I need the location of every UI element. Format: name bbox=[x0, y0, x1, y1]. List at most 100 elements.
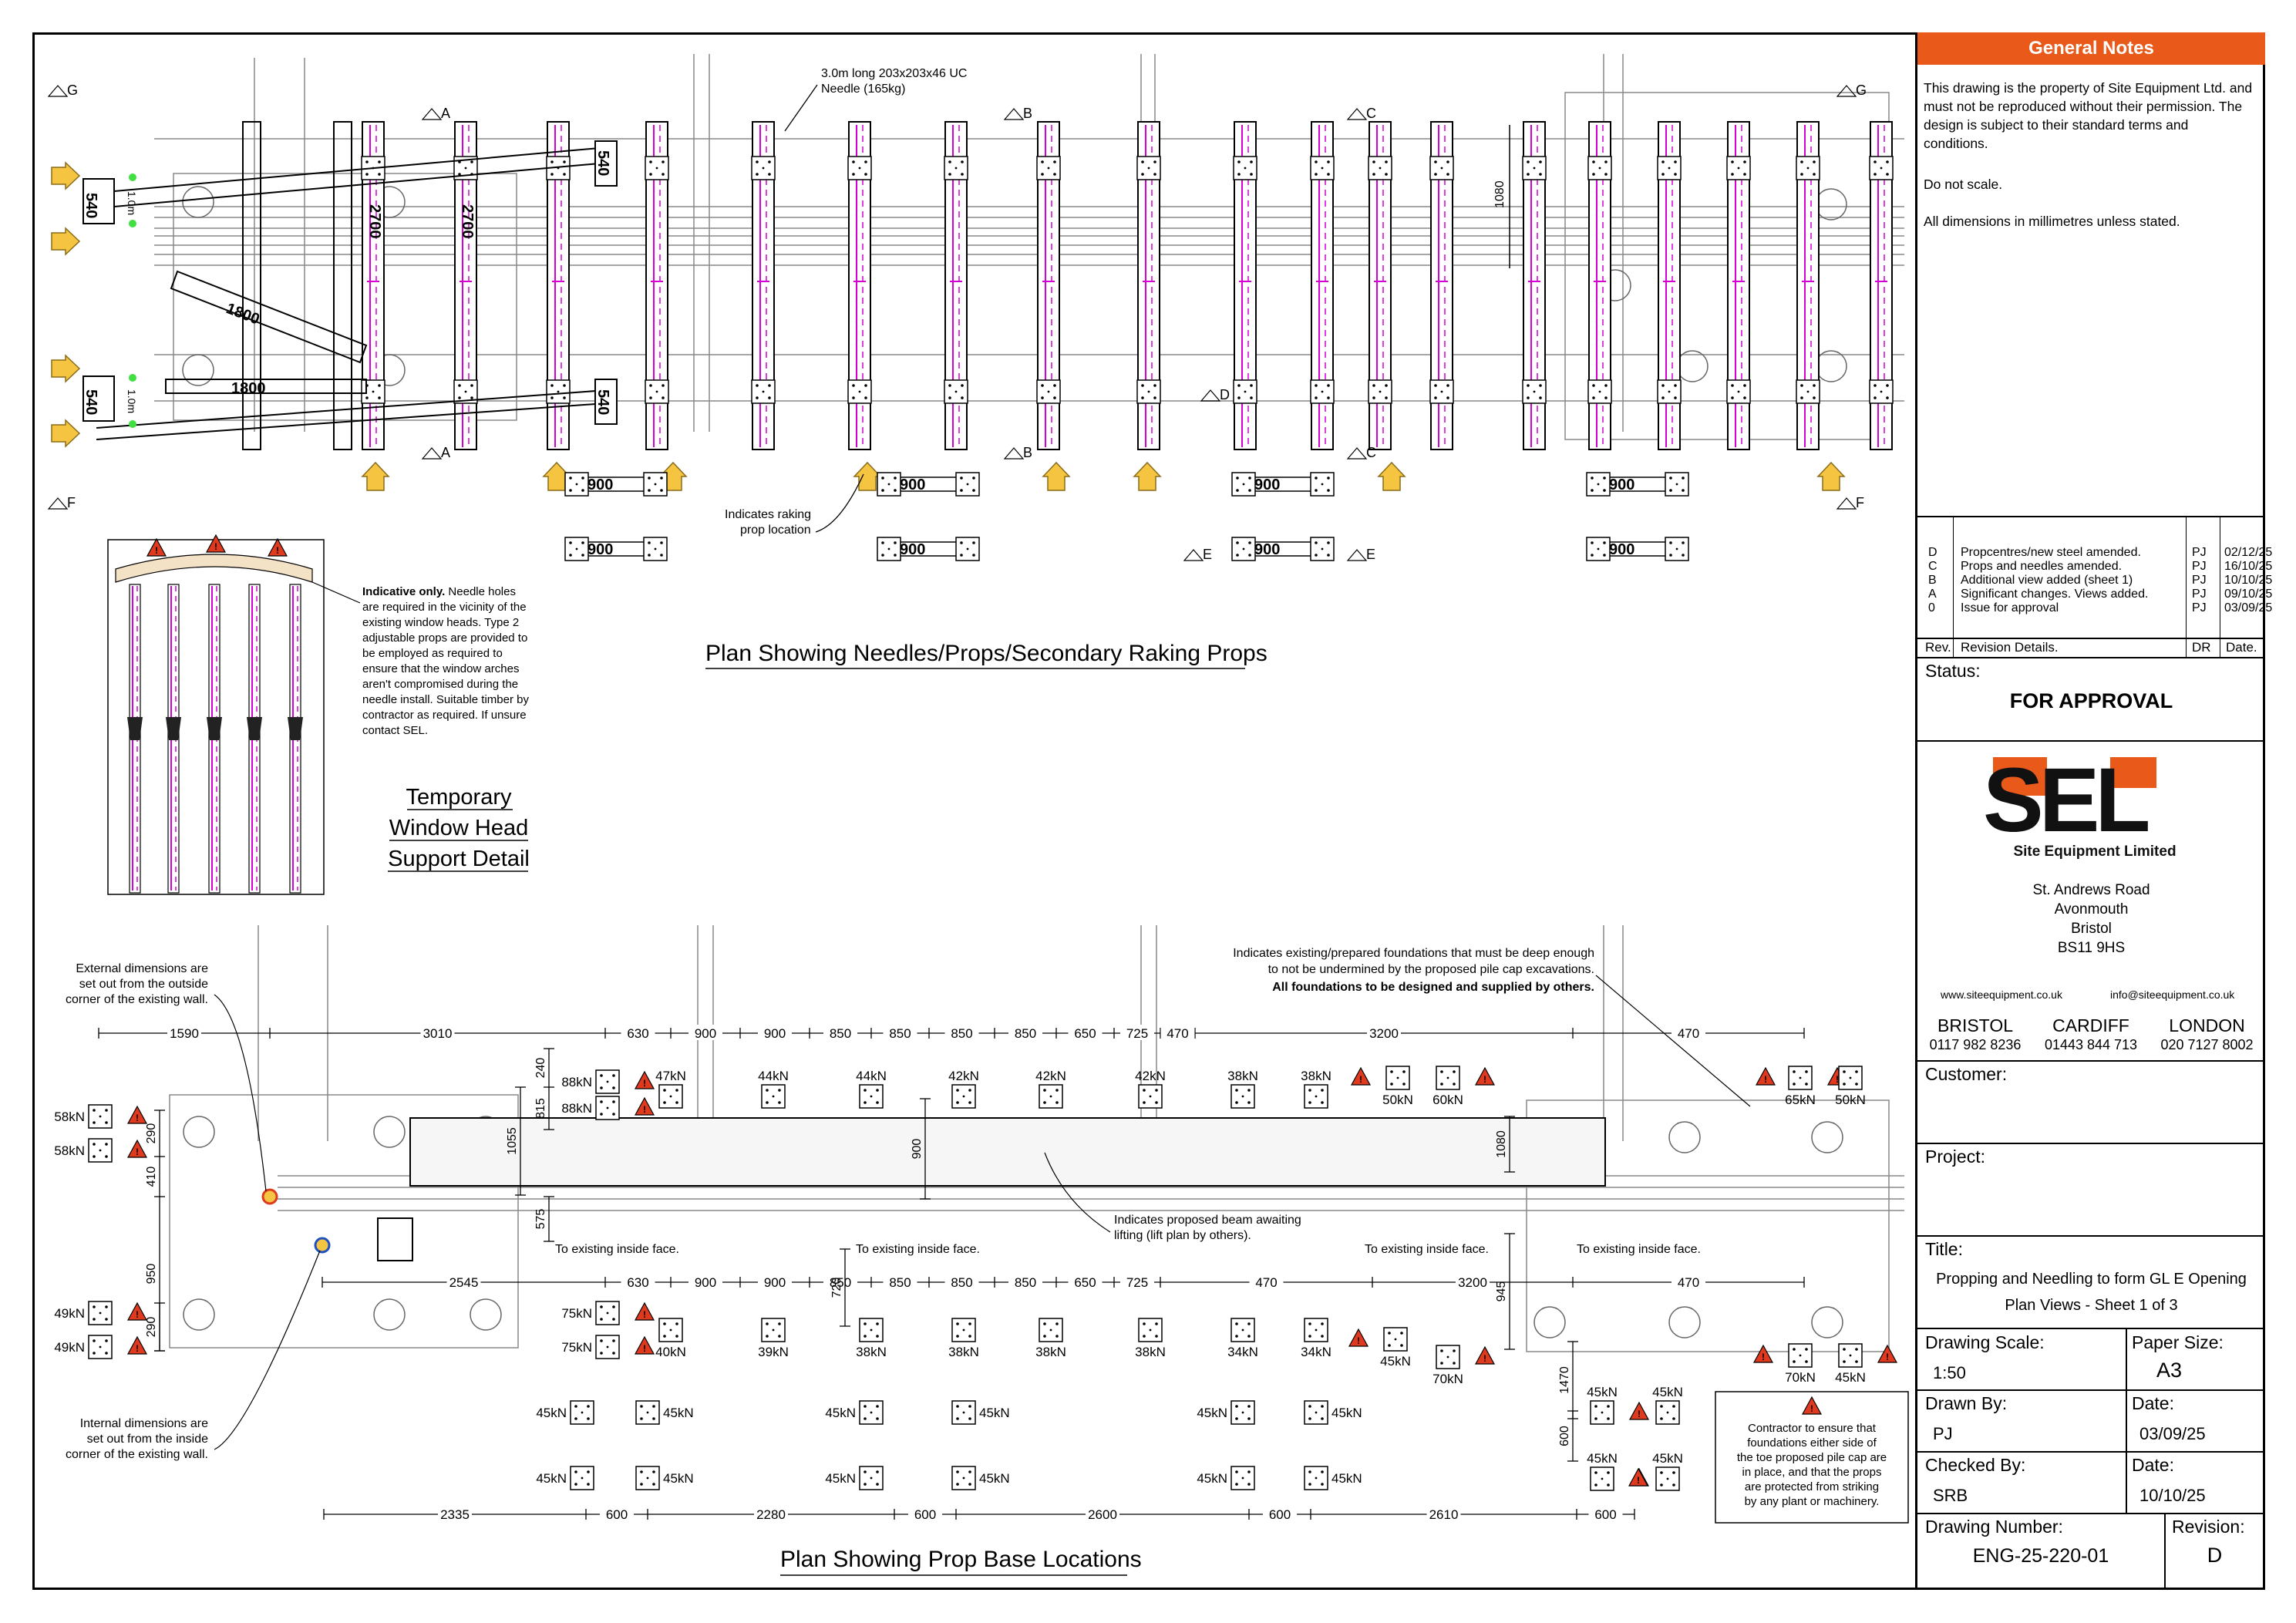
spreader-label: 900 bbox=[900, 476, 925, 493]
revision-label: Revision: bbox=[2172, 1517, 2245, 1537]
load-label: 39kN bbox=[758, 1345, 789, 1359]
load-label: 50kN bbox=[1382, 1093, 1413, 1107]
dim-label: 600 bbox=[914, 1507, 936, 1522]
load-label: 88kN bbox=[561, 1075, 592, 1089]
needle bbox=[751, 121, 776, 450]
block-540-b: 540 bbox=[82, 389, 99, 415]
needle-note-line1: 3.0m long 203x203x46 UC bbox=[821, 67, 967, 80]
needle-plate bbox=[751, 156, 776, 180]
needle bbox=[1310, 121, 1335, 450]
needle bbox=[1522, 121, 1547, 450]
prop-arrow bbox=[853, 462, 881, 491]
section-mark-f: F bbox=[1836, 495, 1864, 510]
detail-note-line: ensure that the window arches bbox=[362, 662, 519, 675]
prop-base-plate: 44kN bbox=[856, 1069, 887, 1109]
dr-header: DR bbox=[2192, 640, 2211, 655]
office-cardiff: CARDIFF bbox=[2052, 1015, 2129, 1035]
section-mark-g: G bbox=[1836, 82, 1867, 98]
load-label: 45kN bbox=[1197, 1471, 1227, 1486]
drawing-number-value: ENG-25-220-01 bbox=[1972, 1545, 2109, 1567]
vdim-label: 950 bbox=[145, 1264, 158, 1285]
top-plan: 1800 1800 2700 2700 540 540 540 540 1.0m… bbox=[47, 54, 1904, 669]
prop-base-plate: 45kN bbox=[536, 1466, 594, 1490]
dim-label: 850 bbox=[830, 1275, 851, 1290]
prop-base-plate: 50kN bbox=[1835, 1066, 1866, 1107]
section-mark-a: A bbox=[421, 445, 450, 460]
needle bbox=[1726, 121, 1751, 450]
needle-plate bbox=[1310, 156, 1335, 180]
prop-base-plate: 58kN bbox=[54, 1104, 147, 1129]
needle-plate bbox=[1726, 379, 1751, 404]
spreader-900: 900 bbox=[1586, 537, 1689, 561]
detail-title-2: Window Head bbox=[389, 816, 529, 840]
title-label: Title: bbox=[1925, 1239, 1963, 1259]
svg-text:B: B bbox=[1023, 445, 1032, 460]
prop-base-plate: 45kN bbox=[536, 1400, 594, 1425]
load-label: 70kN bbox=[1432, 1372, 1463, 1386]
spreader-label: 900 bbox=[1609, 476, 1634, 493]
scale-label: Drawing Scale: bbox=[1925, 1332, 2045, 1352]
dim-label: 900 bbox=[695, 1275, 716, 1290]
dim-label: 3200 bbox=[1369, 1026, 1399, 1041]
detail-note-line: be employed as required to bbox=[362, 647, 503, 660]
prop-base-plate: 58kN bbox=[54, 1138, 147, 1163]
dim-label: 2280 bbox=[756, 1507, 786, 1522]
load-label: 38kN bbox=[1135, 1345, 1166, 1359]
inside-face-2: To existing inside face. bbox=[856, 1243, 980, 1256]
section-mark-e: E bbox=[1183, 547, 1212, 562]
status-label: Status: bbox=[1925, 661, 1981, 681]
vdim-label: 290 bbox=[145, 1317, 158, 1338]
window-prop bbox=[207, 584, 222, 894]
load-label: 45kN bbox=[1652, 1451, 1683, 1466]
load-label: 70kN bbox=[1785, 1370, 1816, 1385]
prop-arrow bbox=[1042, 462, 1070, 491]
prop-base-plate: 45kN bbox=[635, 1466, 694, 1490]
dim-label: 850 bbox=[951, 1026, 972, 1041]
date2-value: 10/10/25 bbox=[2139, 1486, 2206, 1505]
load-label: 88kN bbox=[561, 1101, 592, 1116]
contractor-note-line: Contractor to ensure that bbox=[1748, 1422, 1877, 1435]
load-label: 45kN bbox=[1331, 1406, 1362, 1420]
needle-plate bbox=[847, 156, 872, 180]
load-label: 44kN bbox=[856, 1069, 887, 1083]
needle-plate bbox=[751, 379, 776, 404]
spreader-900: 900 bbox=[877, 472, 980, 497]
drawn-by-value: PJ bbox=[1933, 1424, 1953, 1443]
dim-label: 850 bbox=[830, 1026, 851, 1041]
dim-label: 650 bbox=[1074, 1026, 1096, 1041]
spreader-label: 900 bbox=[1609, 541, 1634, 558]
dim-1m-a: 1.0m bbox=[126, 191, 138, 215]
needle bbox=[1587, 121, 1612, 450]
block-540-d: 540 bbox=[594, 389, 611, 415]
ext-note-3: corner of the existing wall. bbox=[66, 993, 208, 1006]
prop-base-plate: 45kN bbox=[1587, 1451, 1649, 1491]
load-label: 58kN bbox=[54, 1109, 85, 1124]
needle-plate bbox=[1587, 379, 1612, 404]
window-head-detail: Indicative only. Needle holes are requir… bbox=[107, 534, 530, 895]
checked-by-label: Checked By: bbox=[1925, 1455, 2026, 1475]
section-mark-c: C bbox=[1346, 445, 1376, 460]
email-link[interactable]: info@siteequipment.co.uk bbox=[2110, 988, 2235, 1001]
checked-by-value: SRB bbox=[1933, 1486, 1968, 1505]
prop-base-plate: 34kN bbox=[1301, 1318, 1331, 1359]
needle-note-line2: Needle (165kg) bbox=[821, 82, 905, 96]
raking-note-line2: prop location bbox=[740, 524, 811, 537]
dim-label: 630 bbox=[627, 1026, 648, 1041]
prop-base-plate: 45kN bbox=[1304, 1466, 1362, 1490]
prop-base-plate: 45kN bbox=[825, 1466, 884, 1490]
section-mark-b: B bbox=[1003, 445, 1032, 460]
int-note-2: set out from the inside bbox=[87, 1433, 209, 1446]
detail-note-line: needle install. Suitable timber by bbox=[362, 693, 529, 706]
needle-plate bbox=[361, 379, 385, 404]
rev-header: Rev. bbox=[1925, 640, 1951, 655]
website-link[interactable]: www.siteequipment.co.uk bbox=[1941, 988, 2062, 1001]
load-label: 45kN bbox=[979, 1471, 1010, 1486]
needle bbox=[847, 121, 872, 450]
vdim-label: 900 bbox=[911, 1139, 924, 1160]
drawing-canvas: ! bbox=[47, 54, 1909, 1576]
raking-note-line1: Indicates raking bbox=[725, 508, 811, 521]
